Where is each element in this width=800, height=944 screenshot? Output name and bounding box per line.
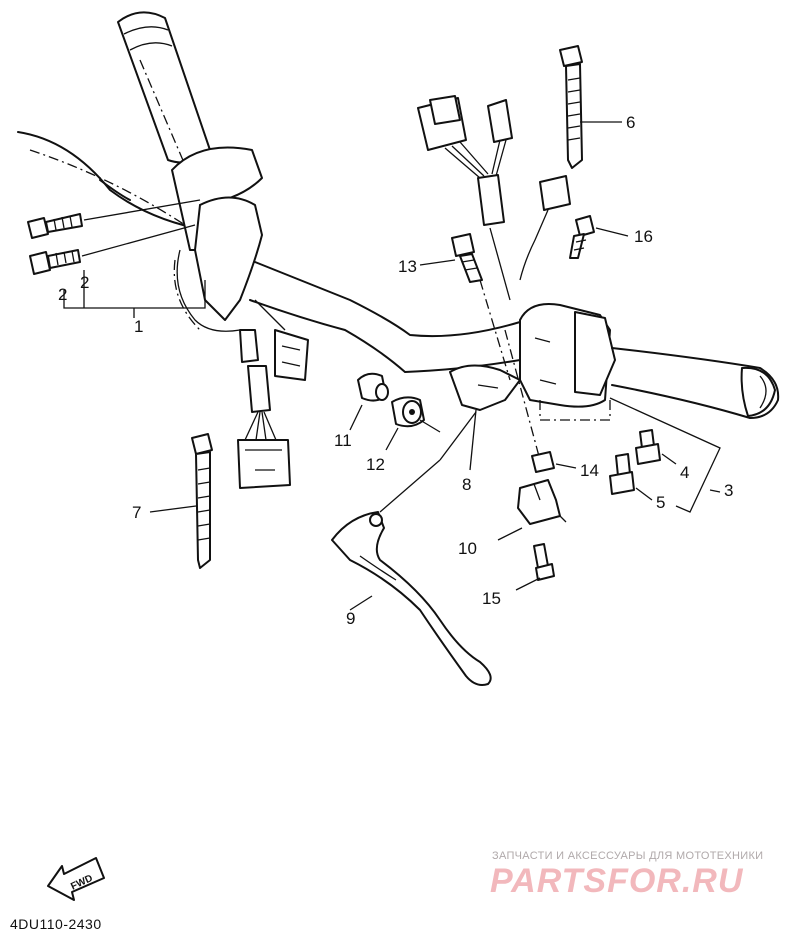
- label-15: 15: [482, 589, 501, 608]
- cable-tie-7: [149, 433, 213, 569]
- label-14: 14: [580, 461, 599, 480]
- left-wire-harness: [237, 299, 309, 489]
- lever-9: [331, 411, 492, 686]
- nut-14: [531, 451, 577, 473]
- label-4: 4: [680, 463, 689, 482]
- label-2b: 2: [80, 273, 89, 292]
- right-grip: [611, 347, 780, 419]
- label-10: 10: [458, 539, 477, 558]
- connector-small: [489, 175, 571, 301]
- dial-12: [385, 396, 441, 451]
- watermark-logo: PARTSFOR.RU: [490, 862, 744, 900]
- label-5: 5: [656, 493, 665, 512]
- label-13: 13: [398, 257, 417, 276]
- left-switch-housing: [171, 146, 263, 332]
- switch-10: [497, 479, 567, 541]
- screw-5: [609, 453, 653, 501]
- screw-4: [635, 429, 677, 465]
- label-8: 8: [462, 475, 471, 494]
- connector-upper: [417, 95, 513, 226]
- screw-2-upper: [27, 199, 201, 239]
- label-6: 6: [626, 113, 635, 132]
- screw-15: [515, 543, 555, 591]
- bolt-13: [419, 233, 483, 283]
- label-3: 3: [724, 481, 733, 500]
- lever-bracket-8: [449, 279, 541, 471]
- watermark-subtitle: ЗАПЧАСТИ И АКСЕССУАРЫ ДЛЯ МОТОТЕХНИКИ: [492, 850, 764, 862]
- label-9: 9: [346, 609, 355, 628]
- label-11: 11: [334, 431, 352, 450]
- label-7: 7: [132, 503, 141, 522]
- bracket-1-2: [63, 270, 206, 318]
- nut-11: [349, 372, 389, 431]
- right-switch-housing: [519, 303, 616, 421]
- cable-tie-6: [559, 45, 622, 169]
- bracket-3: [609, 397, 721, 513]
- label-12: 12: [366, 455, 385, 474]
- screw-16: [569, 215, 629, 259]
- fwd-arrow-icon: FWD: [47, 857, 105, 901]
- left-grip: [117, 11, 211, 164]
- screw-2-lower: [29, 224, 196, 275]
- diagram-code: 4DU110-2430: [10, 916, 102, 932]
- label-2a: 2: [58, 285, 67, 304]
- label-16: 16: [634, 227, 653, 246]
- label-1: 1: [134, 317, 143, 336]
